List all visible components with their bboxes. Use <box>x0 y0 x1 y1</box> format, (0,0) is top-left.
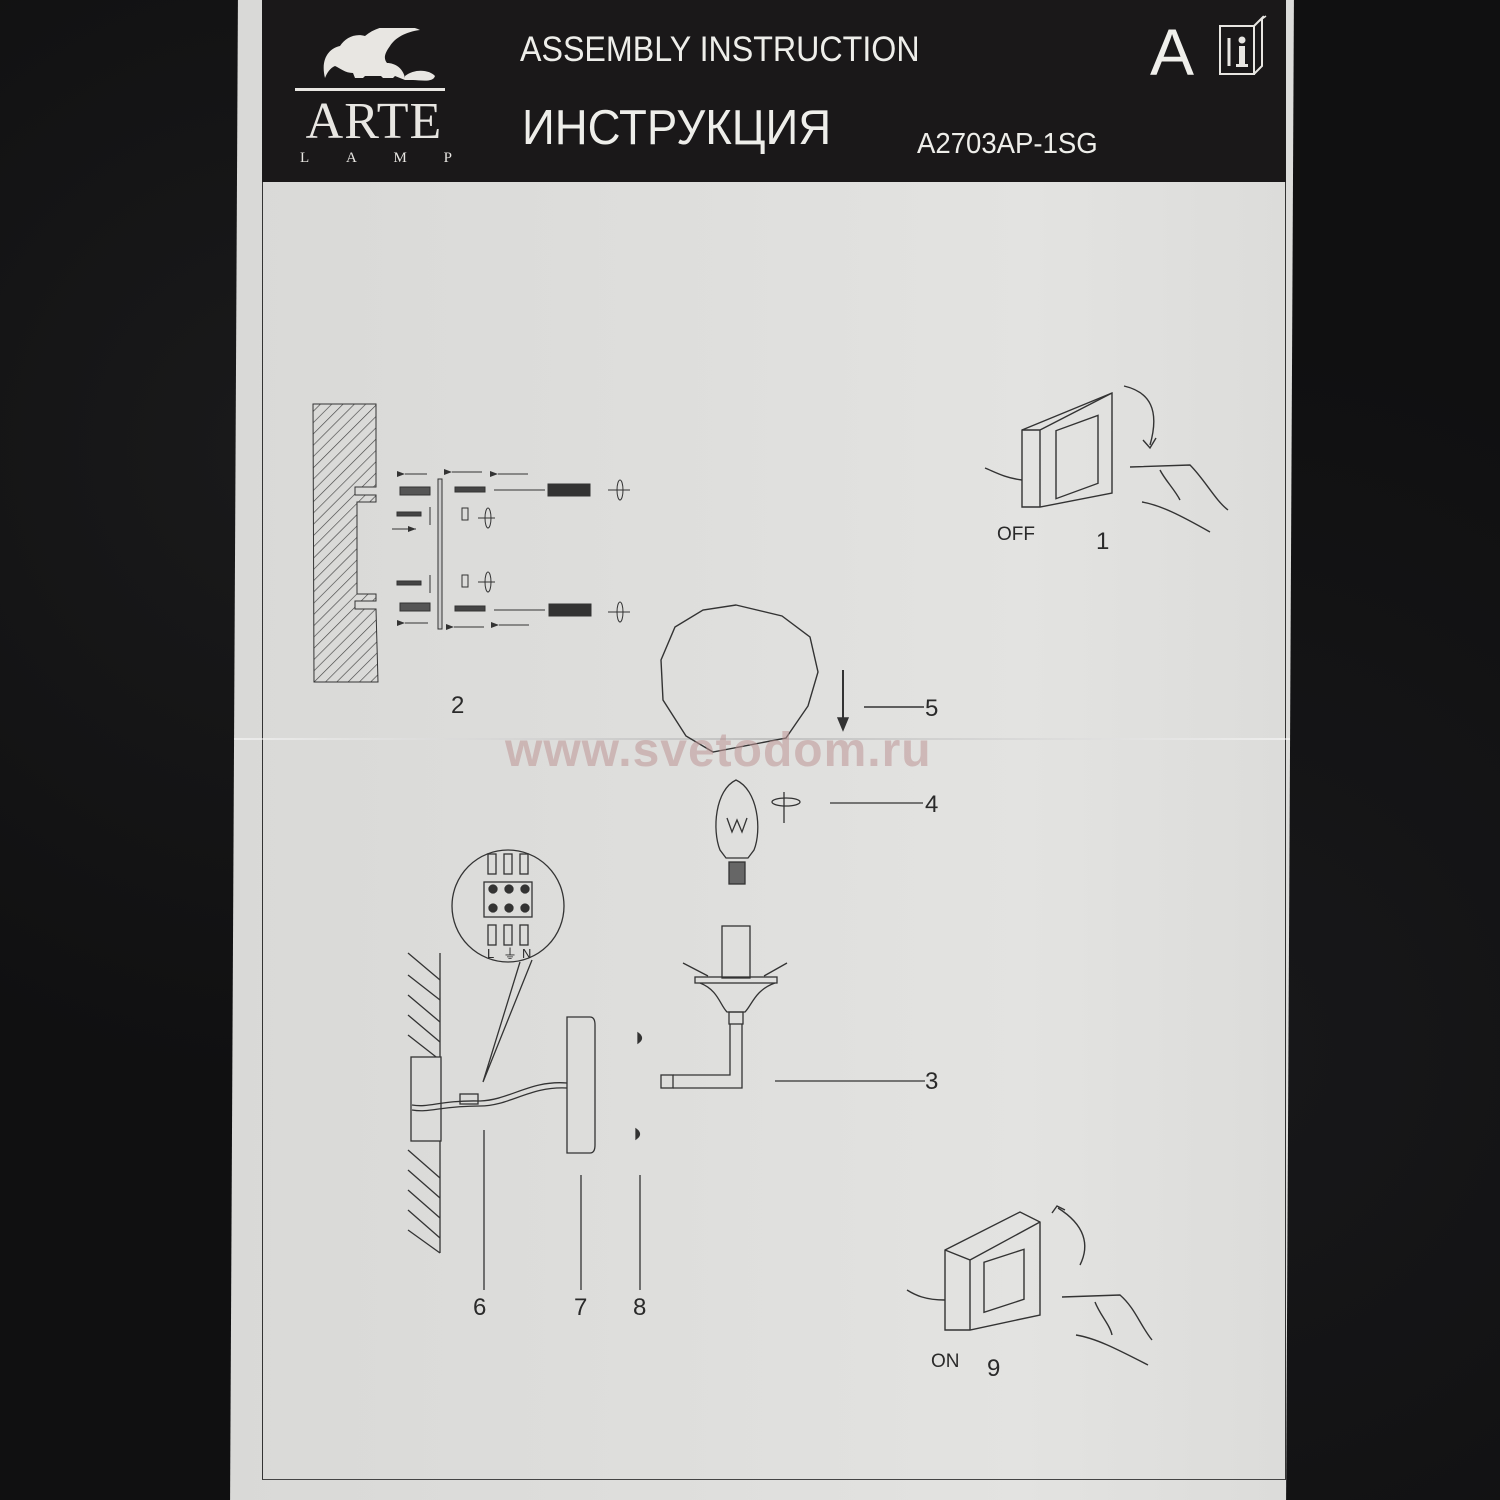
step9-number: 9 <box>987 1355 1001 1382</box>
step7-number: 7 <box>574 1294 588 1321</box>
step3-number: 3 <box>925 1068 939 1095</box>
earth-icon: ⏚ <box>503 946 517 962</box>
paper-fold-crease <box>234 738 1290 740</box>
step5-number: 5 <box>925 695 939 722</box>
rotate-icon <box>608 479 630 501</box>
rotate-icon <box>478 571 495 593</box>
step2-wall-mounting <box>312 403 630 683</box>
rotate-icon <box>478 507 495 529</box>
model-number: A2703AP-1SG <box>917 128 1098 160</box>
step1-number: 1 <box>1096 528 1110 555</box>
title-english: ASSEMBLY INSTRUCTION <box>520 30 920 69</box>
manual-book-info-icon <box>1219 15 1267 75</box>
watermark: www.svetodom.ru <box>505 724 932 777</box>
winged-lion-logo-icon <box>323 28 435 81</box>
step6-wiring <box>407 849 643 1290</box>
logo-underline <box>295 88 445 91</box>
step6-number: 6 <box>473 1294 487 1321</box>
step4-candle-bulb <box>715 779 923 885</box>
step9-switch-on <box>906 1205 1153 1366</box>
step2-number: 2 <box>451 692 465 719</box>
step3-lamp-arm <box>660 925 925 1089</box>
brand-subtitle: L A M P <box>300 150 452 166</box>
step4-number: 4 <box>925 791 939 818</box>
step5-glass-shade <box>660 604 924 753</box>
title-russian: ИНСТРУКЦИЯ <box>522 101 832 155</box>
header-banner <box>262 0 1286 182</box>
step9-on-label: ON <box>931 1351 960 1372</box>
step1-switch-off <box>984 385 1229 533</box>
step8-number: 8 <box>633 1294 647 1321</box>
rotate-icon <box>608 601 630 623</box>
category-letter: A <box>1150 15 1195 89</box>
terminal-neutral-label: N <box>522 946 532 961</box>
terminal-block <box>483 853 533 946</box>
page-frame <box>262 0 1286 1480</box>
brand-name: ARTE <box>305 93 443 150</box>
step1-off-label: OFF <box>997 524 1035 545</box>
terminal-live-label: L <box>487 946 495 961</box>
